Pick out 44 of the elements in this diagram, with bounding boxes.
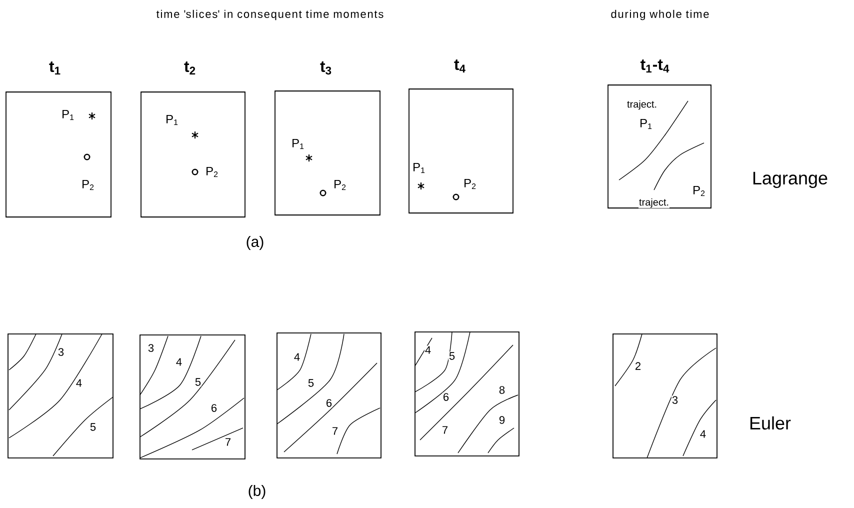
contour-label: 4 — [175, 358, 183, 366]
point-label: P$_{1}$ — [291, 138, 305, 150]
contour-label: 3 — [57, 348, 65, 356]
contour-label: 9 — [498, 416, 506, 424]
contour-label: 4 — [699, 430, 707, 438]
contour-label: 7 — [331, 426, 339, 436]
row-label: Lagrange — [753, 172, 828, 188]
panel-heading: t$_{1}$ — [48, 60, 62, 75]
point-label: P$_{2}$ — [333, 179, 347, 191]
contour-label: 7 — [224, 438, 232, 446]
contour-label: 5 — [307, 378, 315, 388]
point-label: P$_{1}$ — [412, 162, 426, 174]
contour-label: 4 — [293, 352, 301, 362]
contour-label: 2 — [634, 362, 642, 370]
point-label: P$_{1}$ — [165, 114, 179, 126]
panel-heading: t$_{2}$ — [183, 60, 197, 75]
contour-label: 4 — [424, 346, 432, 354]
contour-label: 4 — [75, 378, 83, 388]
contour-label: 5 — [89, 422, 97, 432]
title: during whole time — [611, 10, 709, 20]
point-label: P$_{1}$ — [639, 118, 653, 130]
contour-label: 6 — [442, 392, 450, 402]
contour-label: 5 — [448, 352, 456, 360]
contour-label: 6 — [210, 404, 218, 412]
subfigure-label: (b) — [248, 485, 266, 499]
contour-label: 3 — [671, 396, 679, 404]
trajectory-label: traject. — [638, 198, 670, 208]
contour-label: 7 — [441, 426, 449, 434]
contour-label: 3 — [147, 344, 155, 352]
contour-label: 8 — [498, 386, 506, 394]
row-label: Euler — [750, 416, 791, 430]
contour-label: 6 — [325, 398, 333, 408]
trajectory-label: traject. — [626, 100, 658, 110]
panel-heading: t$_{3}$ — [319, 60, 333, 76]
contour-label: 5 — [194, 378, 202, 386]
panel-heading: t$_{1}$-t$_{4}$ — [640, 58, 670, 73]
point-label: P$_{1}$ — [61, 109, 75, 121]
panel-heading: t$_{4}$ — [453, 58, 467, 73]
point-label: P$_{2}$ — [692, 185, 706, 197]
title: time 'slices' in consequent time moments — [156, 10, 384, 20]
point-label: P$_{2}$ — [205, 166, 219, 178]
point-label: P$_{2}$ — [463, 178, 477, 190]
subfigure-label: (a) — [246, 236, 264, 250]
point-label: P$_{2}$ — [81, 179, 95, 191]
